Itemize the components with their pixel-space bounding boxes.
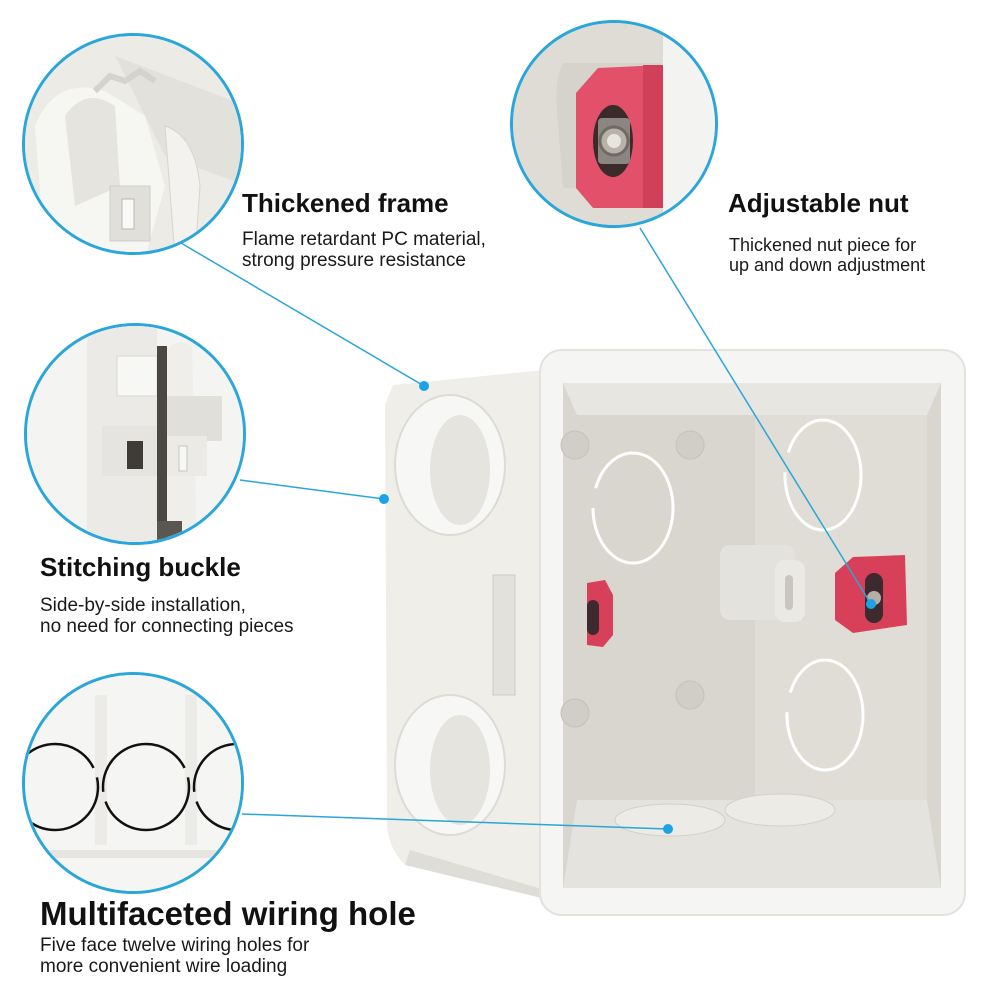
feature-desc-adjustable-nut: Thickened nut piece for up and down adju… <box>729 235 925 275</box>
feature-title-multifaceted-wiring-hole: Multifaceted wiring hole <box>40 895 416 932</box>
feature-title-thickened-frame: Thickened frame <box>242 188 449 218</box>
desc-line: Thickened nut piece for <box>729 235 917 255</box>
desc-line: strong pressure resistance <box>242 250 466 272</box>
wiring-hole-closeup-icon <box>22 672 244 894</box>
desc-line: Flame retardant PC material, <box>242 229 486 250</box>
feature-desc-stitching-buckle: Side-by-side installation, no need for c… <box>40 595 294 638</box>
desc-line: Five face twelve wiring holes for <box>40 935 310 956</box>
feature-desc-thickened-frame: Flame retardant PC material, strong pres… <box>242 229 486 272</box>
desc-line: Side-by-side installation, <box>40 595 246 616</box>
buckle-closeup-icon <box>24 323 246 545</box>
desc-line: up and down adjustment <box>729 255 926 276</box>
desc-line: no need for connecting pieces <box>40 616 294 638</box>
feature-title-stitching-buckle: Stitching buckle <box>40 552 241 582</box>
nut-closeup-icon <box>510 20 718 228</box>
junction-box-icon <box>375 345 970 920</box>
feature-desc-multifaceted-wiring-hole: Five face twelve wiring holes for more c… <box>40 935 309 978</box>
desc-line: more convenient wire loading <box>40 956 288 978</box>
frame-closeup-icon <box>22 33 244 255</box>
feature-title-adjustable-nut: Adjustable nut <box>728 188 909 218</box>
